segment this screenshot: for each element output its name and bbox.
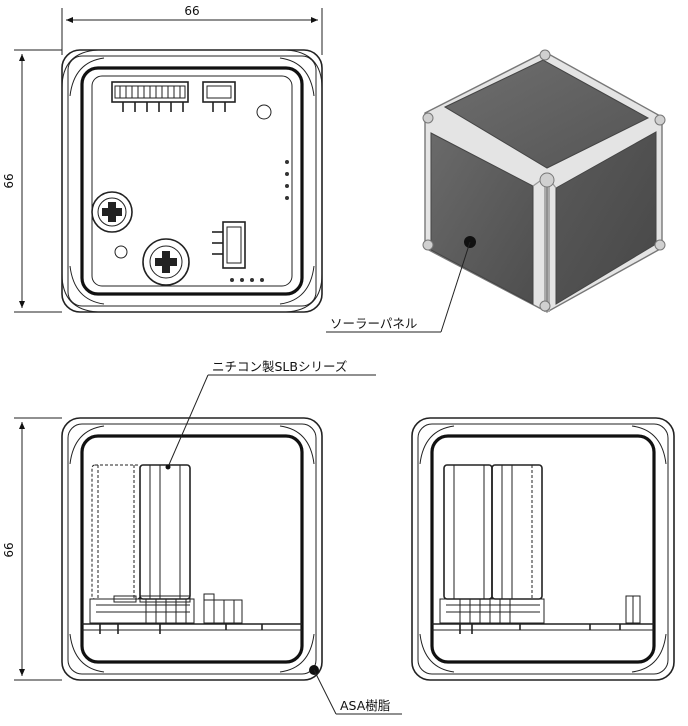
top-view-height-label: 66 xyxy=(2,173,16,188)
front-view-height-dimension: 66 xyxy=(2,417,62,681)
solar-panel-label: ソーラーパネル xyxy=(330,316,417,331)
front-view-capacitor xyxy=(139,464,191,600)
front-view-connectors xyxy=(89,593,263,634)
top-view-led-column xyxy=(285,160,289,200)
front-view-capacitor xyxy=(91,464,141,600)
top-view-led-row xyxy=(230,278,264,282)
top-view-screw xyxy=(91,191,133,233)
capacitor-label: ニチコン製SLBシリーズ xyxy=(212,359,347,374)
top-view-hole xyxy=(256,104,272,120)
top-view-housing xyxy=(61,49,323,313)
top-view-connector-large xyxy=(111,81,189,112)
top-view-screw xyxy=(142,238,190,286)
front-view-left: 66 xyxy=(2,417,323,681)
top-view-connector-small xyxy=(202,81,236,112)
cube-top-panel xyxy=(443,59,650,169)
housing-label: ASA樹脂 xyxy=(340,698,390,713)
front-view-connectors xyxy=(439,595,641,634)
callout-capacitor: ニチコン製SLBシリーズ xyxy=(165,359,376,470)
solar-panel-left xyxy=(430,132,534,305)
top-view-height-dimension: 66 xyxy=(2,49,62,313)
callout-housing: ASA樹脂 xyxy=(313,669,402,715)
front-view-right xyxy=(411,417,675,681)
isometric-cube xyxy=(422,49,666,313)
top-view-connector-side xyxy=(212,221,246,269)
top-view-width-dimension: 66 xyxy=(61,4,323,55)
top-view-width-label: 66 xyxy=(184,4,199,18)
front-view-capacitor xyxy=(491,464,543,600)
front-view-height-label: 66 xyxy=(2,542,16,557)
front-view-capacitor xyxy=(443,464,493,600)
top-view-hole xyxy=(114,245,128,259)
callout-solar-panel: ソーラーパネル xyxy=(326,241,471,333)
top-view: 66 66 xyxy=(2,4,323,313)
